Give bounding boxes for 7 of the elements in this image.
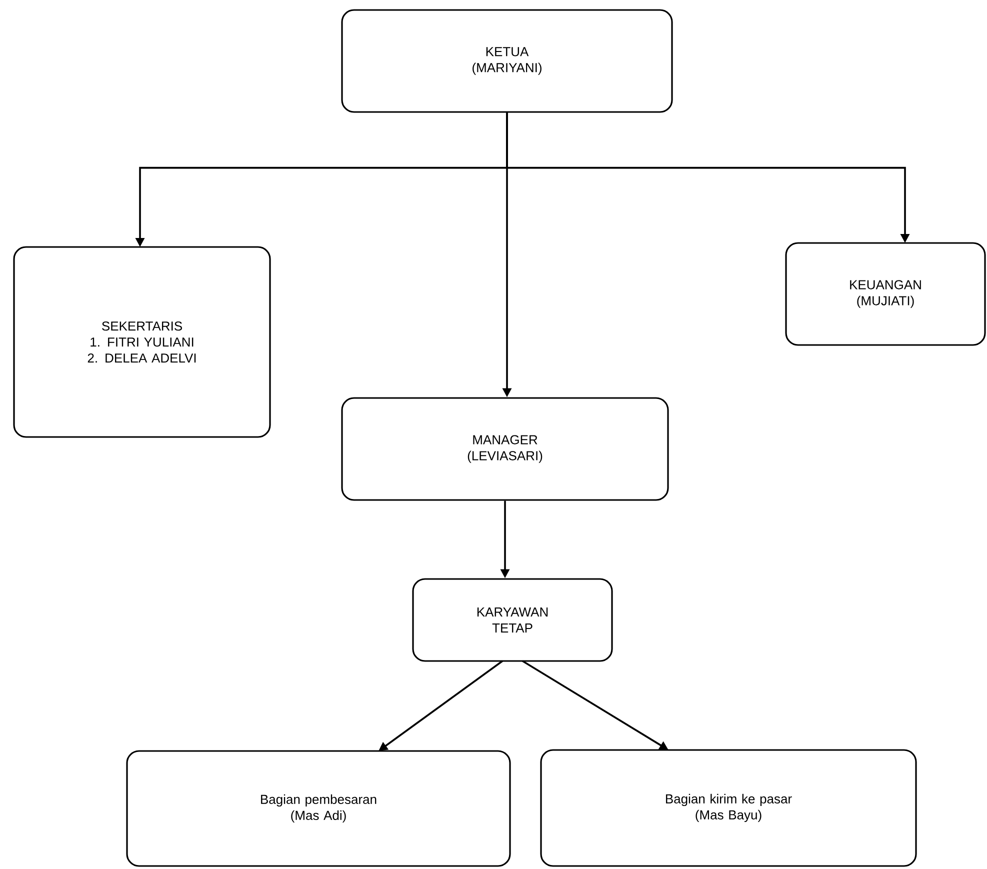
position-box: Bagian pembesaran (Mas Adi) — [126, 750, 511, 867]
position-box: KEUANGAN (MUJIATI) — [785, 242, 986, 346]
position-box: Bagian kirim ke pasar (Mas Bayu) — [540, 749, 917, 867]
position-box: KARYAWAN TETAP — [412, 578, 613, 662]
position-box: MANAGER (LEVIASARI) — [341, 397, 669, 501]
position-box: SEKERTARIS 1. FITRI YULIANI 2. DELEA ADELVI — [13, 246, 271, 438]
position-box: KETUA (MARIYANI) — [341, 9, 673, 113]
